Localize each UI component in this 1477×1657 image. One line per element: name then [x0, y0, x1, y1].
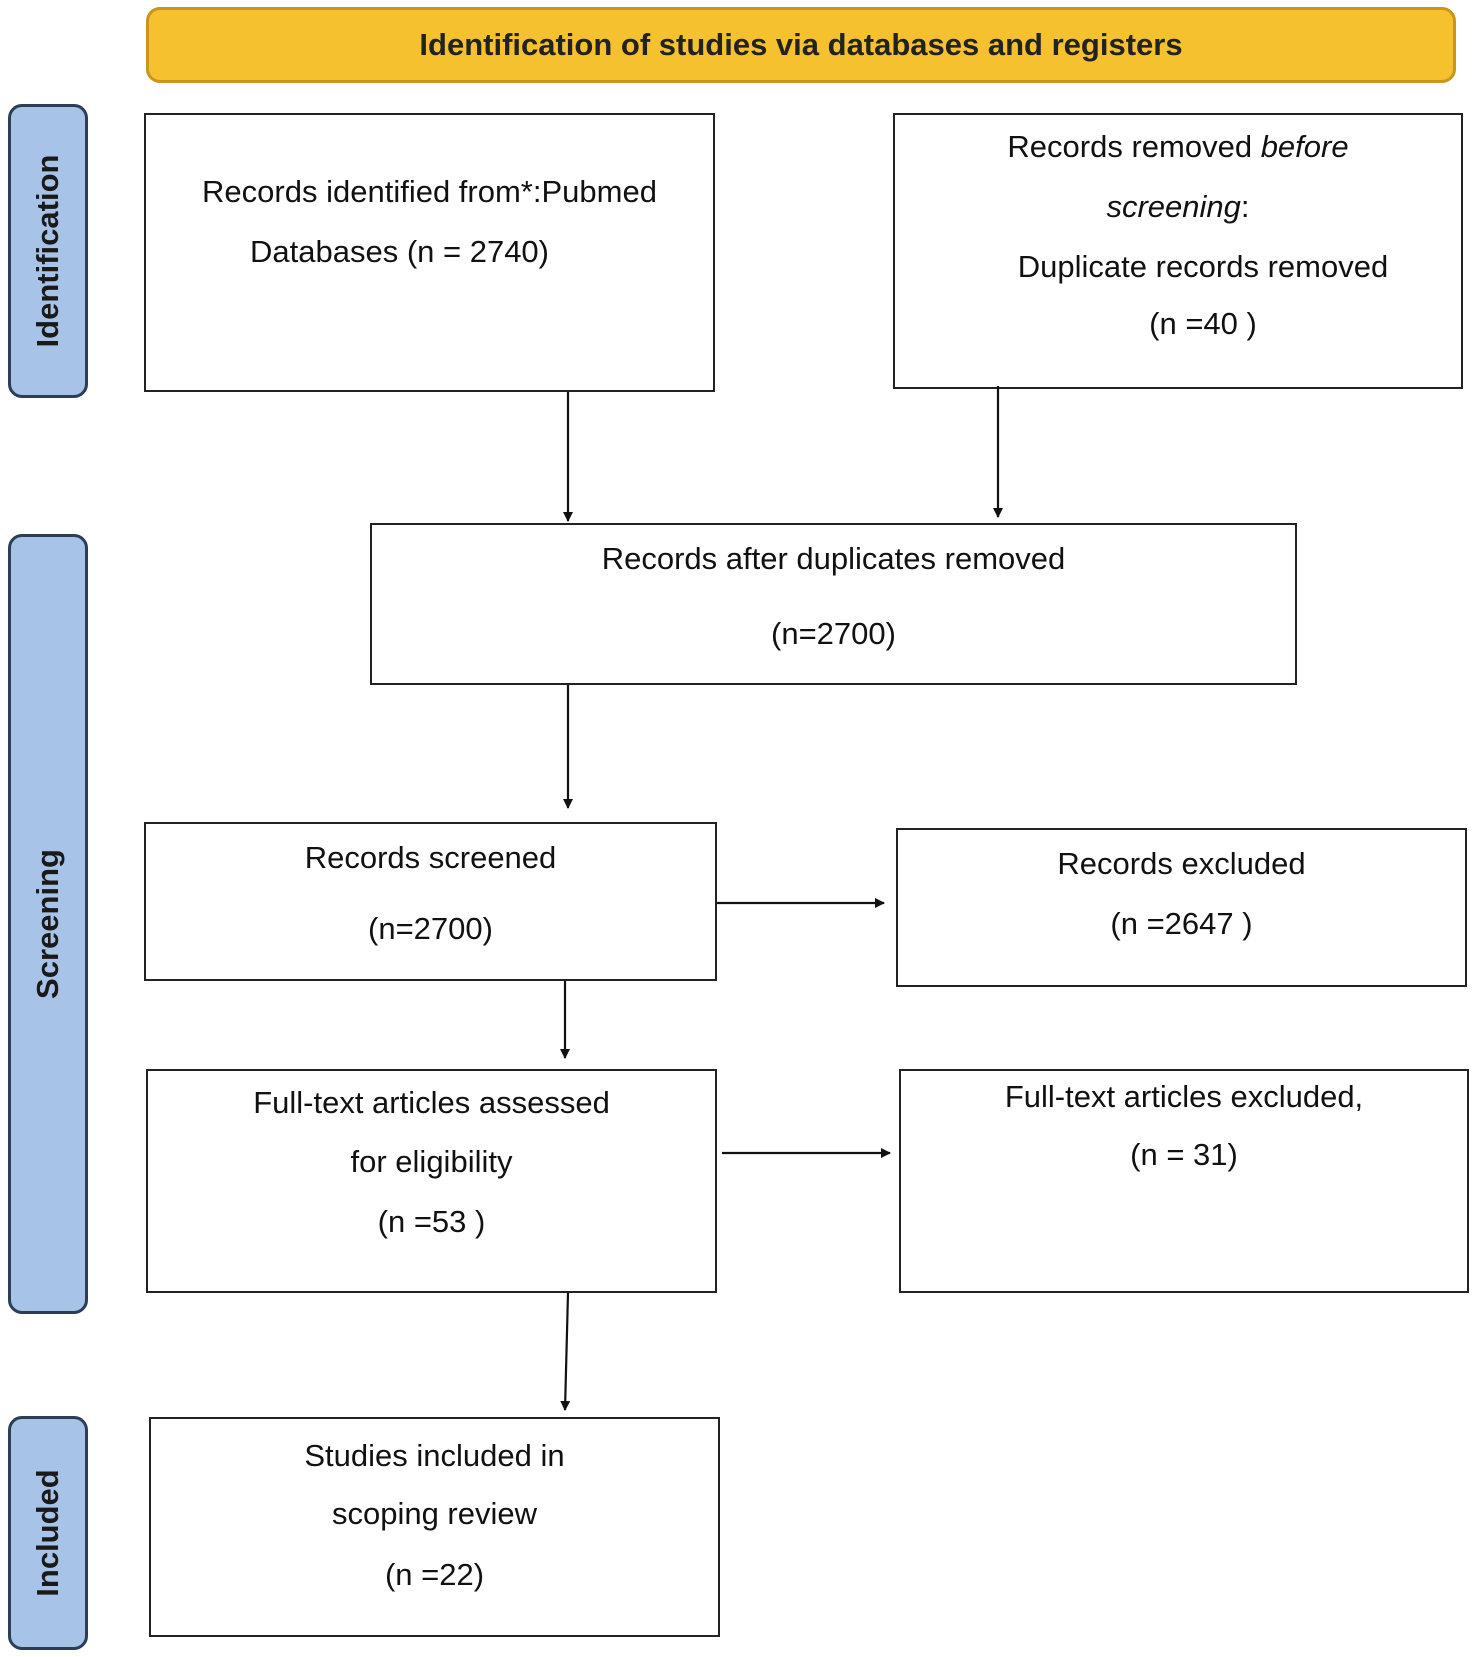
header-banner: Identification of studies via databases … — [146, 7, 1456, 83]
records-identified-line1: Records identified from*:Pubmed — [202, 174, 657, 209]
after-duplicates-line1: Records after duplicates removed — [601, 541, 1066, 576]
phase-screening-label: Screening — [30, 849, 65, 999]
fulltext-assessed-line1: Full-text articles assessed — [253, 1085, 610, 1120]
records-identified-line2: Databases (n = 2740) — [250, 234, 549, 269]
records-removed-line1: Records removed before — [895, 128, 1461, 166]
records-removed-box: Records removed before screening: Duplic… — [893, 113, 1463, 389]
fulltext-excluded-line1: Full-text articles excluded, — [1004, 1079, 1364, 1114]
records-removed-screening-text: screening — [1106, 189, 1241, 224]
records-removed-line4: (n =40 ) — [1149, 306, 1257, 341]
fulltext-assessed-line3: (n =53 ) — [377, 1204, 486, 1239]
arrow-assessed-to-studies-included — [560, 1292, 571, 1411]
studies-included-box: Studies included in scoping review (n =2… — [149, 1417, 720, 1637]
phase-included-label: Included — [30, 1469, 65, 1597]
records-screened-line2: (n=2700) — [368, 911, 493, 946]
records-removed-before-text: before — [1260, 129, 1349, 164]
records-identified-box: Records identified from*:Pubmed Database… — [144, 113, 715, 392]
records-screened-box: Records screened (n=2700) — [144, 822, 717, 981]
fulltext-excluded-line2: (n = 31) — [1130, 1137, 1238, 1172]
fulltext-excluded-box: Full-text articles excluded, (n = 31) — [899, 1069, 1469, 1293]
fulltext-assessed-line2: for eligibility — [350, 1144, 513, 1179]
studies-included-line2: scoping review — [331, 1496, 538, 1531]
phase-included: Included — [8, 1416, 88, 1650]
studies-included-line3: (n =22) — [384, 1557, 485, 1592]
studies-included-line1: Studies included in — [304, 1438, 565, 1473]
records-excluded-line1: Records excluded — [1057, 846, 1306, 881]
after-duplicates-box: Records after duplicates removed (n=2700… — [370, 523, 1297, 685]
after-duplicates-line2: (n=2700) — [771, 616, 896, 651]
records-screened-line1: Records screened — [304, 840, 557, 875]
records-excluded-box: Records excluded (n =2647 ) — [896, 828, 1467, 987]
phase-identification-label: Identification — [30, 154, 65, 348]
phase-identification: Identification — [8, 104, 88, 398]
phase-screening: Screening — [8, 534, 88, 1314]
fulltext-assessed-box: Full-text articles assessed for eligibil… — [146, 1069, 717, 1293]
records-removed-colon: : — [1240, 189, 1250, 224]
records-removed-line3: Duplicate records removed — [1017, 249, 1389, 284]
header-title: Identification of studies via databases … — [419, 27, 1183, 62]
records-removed-line1-prefix: Records removed — [1007, 129, 1261, 164]
records-excluded-line2: (n =2647 ) — [1110, 906, 1253, 941]
records-removed-line2: screening: — [895, 188, 1461, 226]
